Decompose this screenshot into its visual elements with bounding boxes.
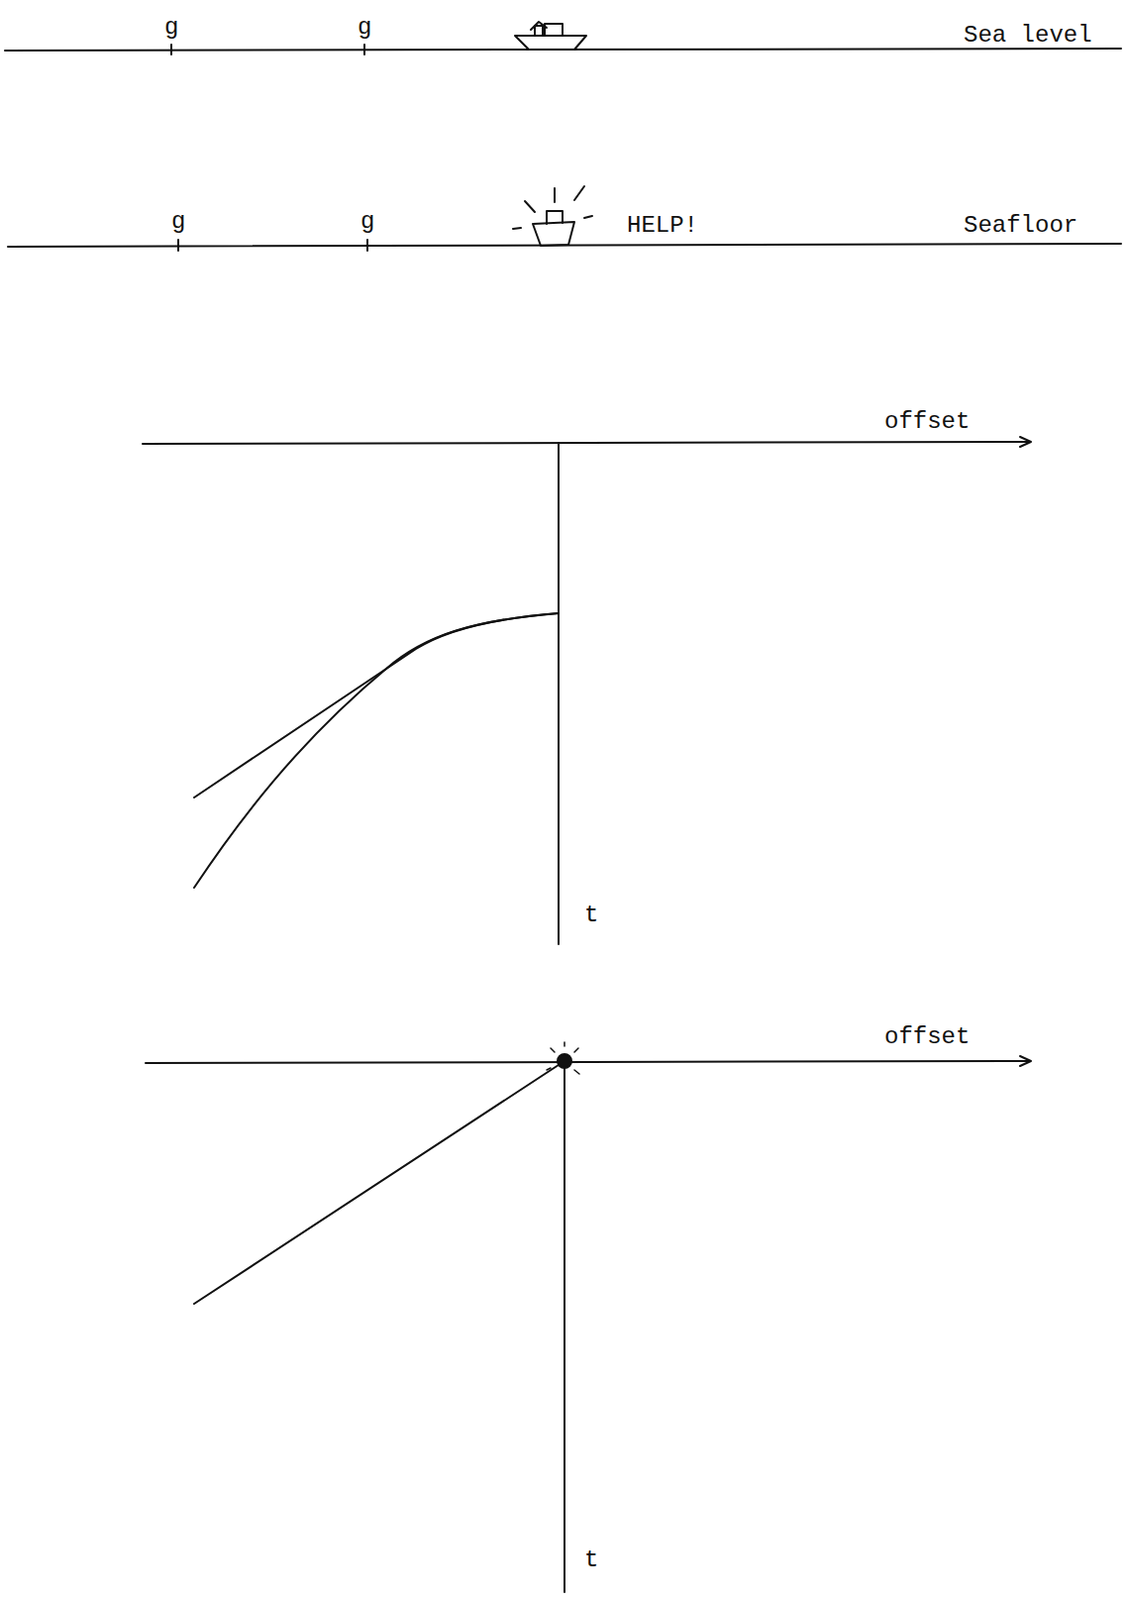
geophone-label: g: [164, 15, 179, 40]
offset-axis: [145, 1060, 1030, 1063]
refraction-line: [194, 613, 559, 798]
surface-label: Seafloor: [963, 213, 1078, 238]
axis-label: t: [584, 1547, 599, 1572]
time-axis: [563, 1060, 566, 1592]
geophone-label: g: [171, 209, 186, 234]
axis-label: t: [584, 903, 599, 927]
sunken-ship-icon: [512, 186, 593, 246]
source-rays: [546, 1041, 580, 1074]
direct-arrival-line: [194, 1060, 565, 1304]
geophone-label: g: [360, 209, 375, 234]
axis-arrowhead: [1020, 436, 1031, 447]
reflection-hyperbola: [194, 613, 559, 888]
time-axis: [557, 442, 560, 944]
surface-label: Sea level: [963, 23, 1093, 48]
axis-label: offset: [884, 410, 970, 434]
geophone-label: g: [357, 15, 372, 40]
source-dot: [557, 1053, 572, 1068]
ship-icon: [514, 21, 587, 50]
geophone-tick: [178, 239, 368, 251]
help-text: HELP!: [626, 213, 699, 238]
geophone-tick: [171, 44, 365, 55]
axis-arrowhead: [1020, 1055, 1031, 1066]
axis-label: offset: [884, 1025, 970, 1049]
offset-axis: [142, 441, 1030, 444]
